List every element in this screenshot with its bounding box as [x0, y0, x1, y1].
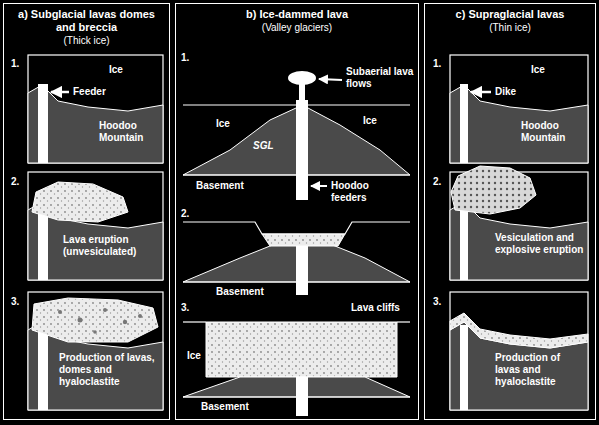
step-number: 2. [432, 176, 442, 188]
step-number: 2. [10, 176, 20, 188]
sketch-label: Ice [108, 64, 124, 76]
panel-subtitle: (Thin ice) [431, 21, 589, 34]
sketch-label: Lava cliffs [350, 302, 401, 314]
sketch-label: Vesiculation and explosive eruption [494, 232, 586, 256]
step-number: 1. [432, 58, 442, 70]
sketch-label: Basement [215, 286, 265, 298]
sketch-label: Production of lavas, domes and hyaloclas… [58, 352, 160, 388]
sketch-label: Dike [494, 86, 517, 98]
sketch-label: Basement [195, 180, 245, 192]
step-number: 2. [180, 208, 190, 220]
panel-subtitle: (Thick ice) [10, 34, 163, 47]
panel-title: b) Ice-dammed lava [182, 8, 412, 21]
sketch-label: Subaerial lava flows [345, 66, 417, 90]
sketch-label: Feeder [72, 86, 107, 98]
sketch-label: Hoodoo Mountain [98, 120, 162, 144]
panel-subtitle: (Valley glaciers) [182, 21, 412, 34]
panel-title: a) Subglacial lavas domes and breccia [10, 8, 163, 34]
step-number: 3. [10, 296, 20, 308]
step-number: 3. [180, 302, 190, 314]
step-number: 1. [10, 58, 20, 70]
sketch-label: Ice [530, 64, 546, 76]
sketch-label: SGL [252, 140, 275, 152]
sketch-label: Hoodoo Mountain [520, 120, 584, 144]
sketch-label: Production of lavas and hyaloclastite [494, 352, 586, 388]
step-number: 3. [432, 296, 442, 308]
sketch-label: Basement [200, 401, 250, 413]
sketch-label: Ice [215, 118, 231, 130]
sketch-label: Lava eruption (unvesiculated) [62, 234, 160, 258]
step-number: 1. [180, 52, 190, 64]
sketch-label: Ice [186, 350, 202, 362]
sketch-label: Hoodoo feeders [330, 180, 394, 204]
panel-title: c) Supraglacial lavas [431, 8, 589, 21]
sketch-label: Ice [362, 115, 378, 127]
